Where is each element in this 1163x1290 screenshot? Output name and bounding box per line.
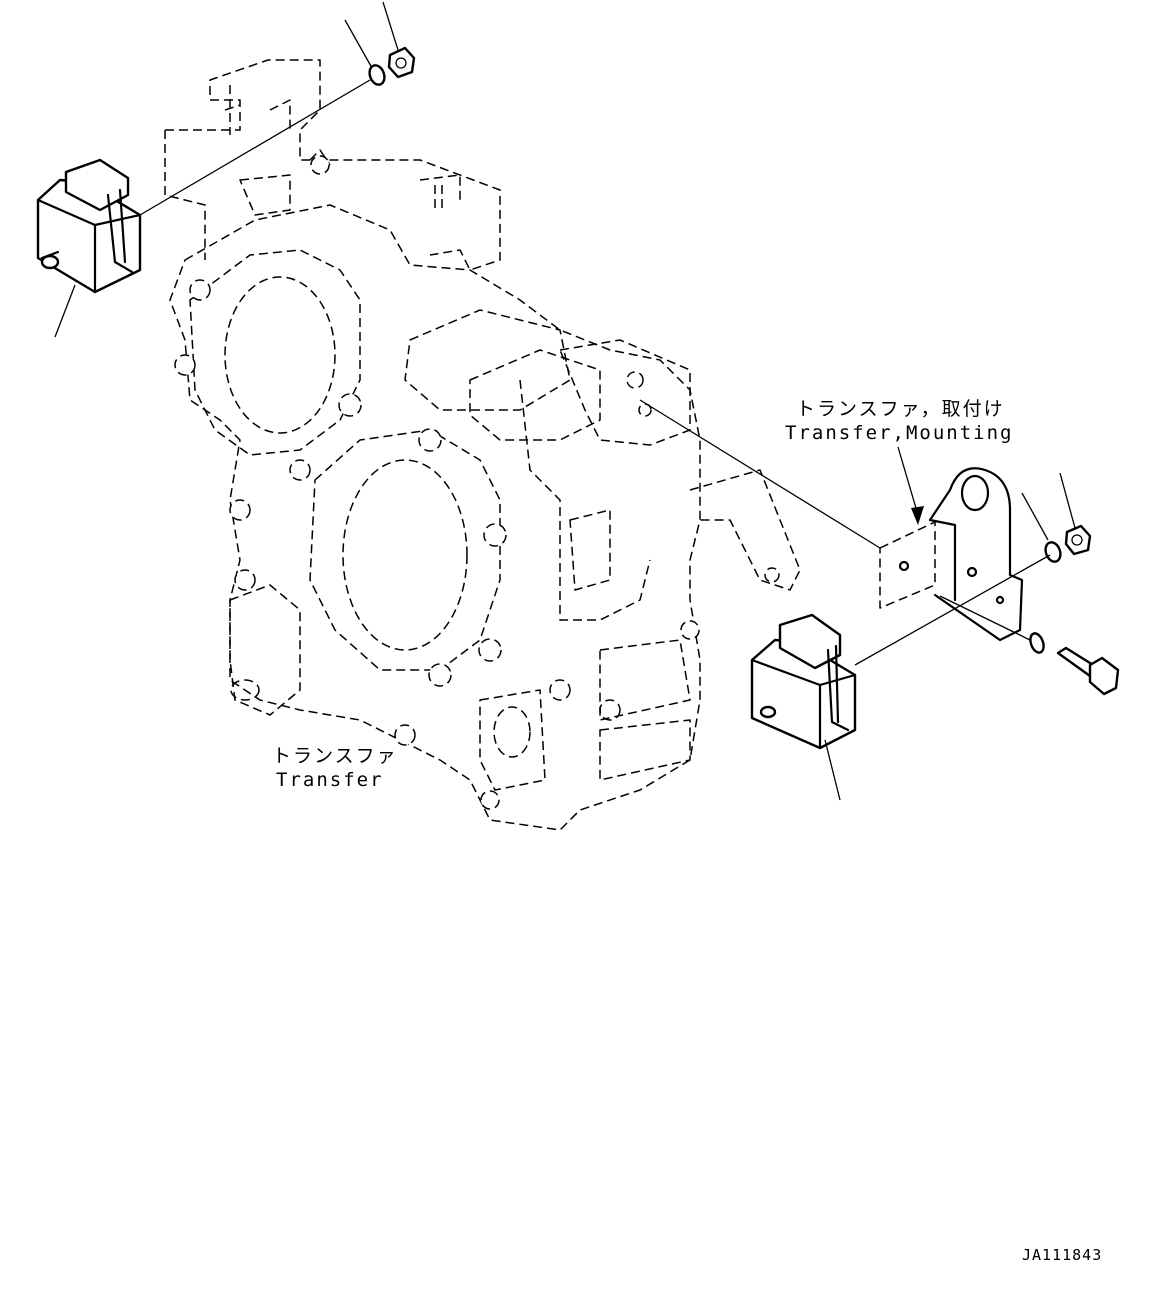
mounting-bracket [879, 467, 1024, 642]
transfer-label-jp: トランスファ [272, 745, 398, 767]
leader-lines [54, 1, 1076, 801]
fasteners [368, 46, 1120, 696]
transfer-mounting-label-en: Transfer,Mounting [785, 422, 1014, 444]
mount-lower-right [750, 613, 857, 750]
transfer-mounting-label-jp: トランスファ，取付け [796, 398, 1005, 420]
transfer-case [164, 59, 801, 831]
transfer-label-en: Transfer [276, 769, 384, 791]
mount-upper-left [36, 158, 142, 294]
drawing-code: JA111843 [1022, 1246, 1103, 1264]
